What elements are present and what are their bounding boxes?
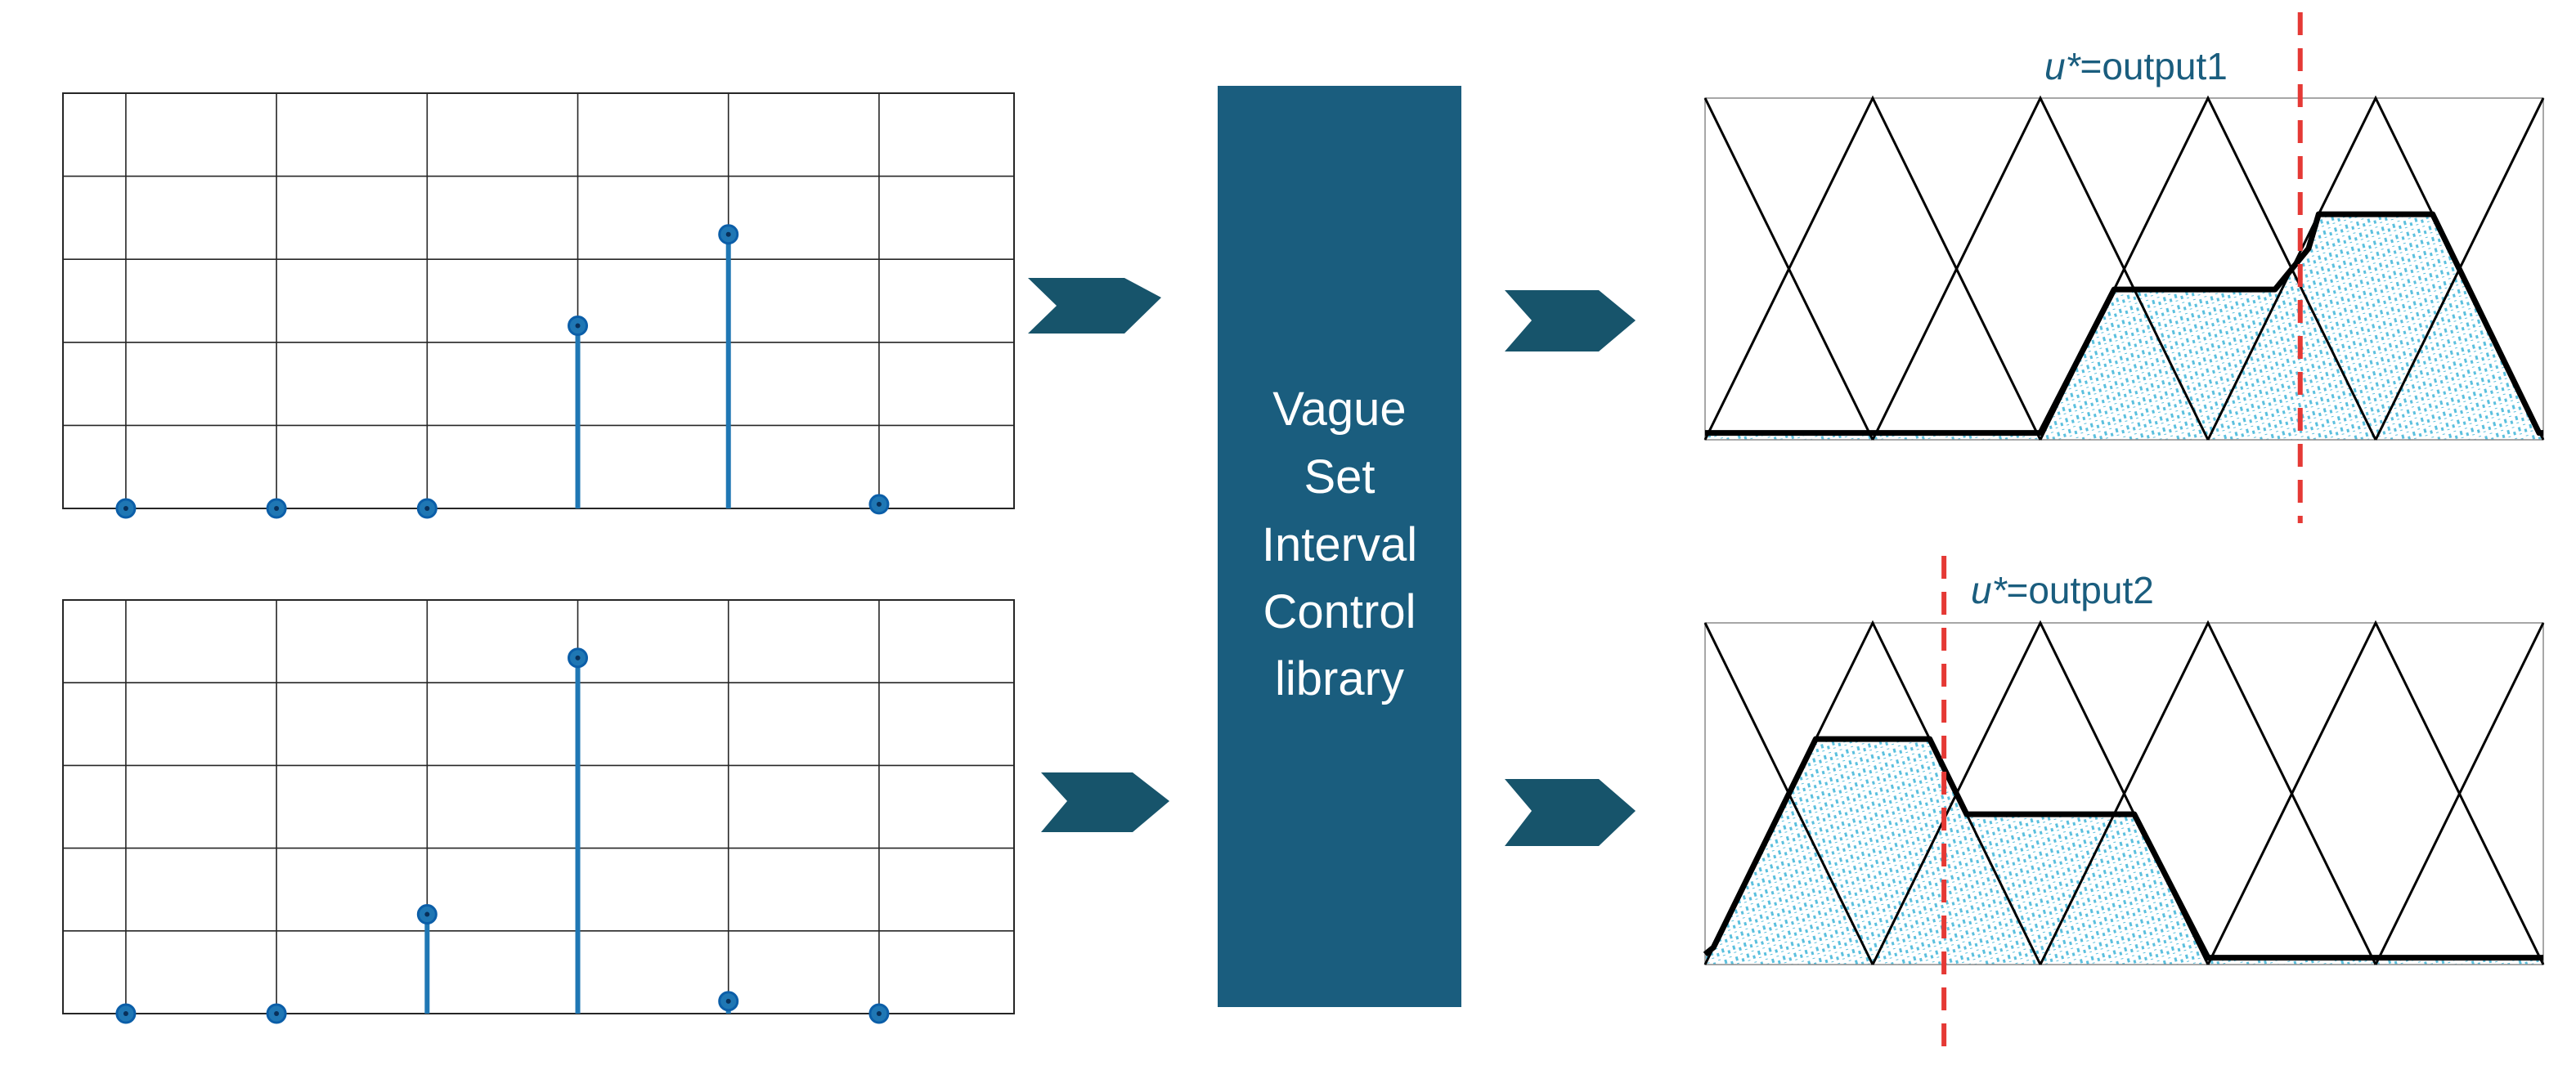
- stem-marker-core: [575, 655, 581, 660]
- control-library-line-1: Vague: [1272, 383, 1406, 436]
- stem-marker-core: [575, 323, 581, 329]
- membership-chart-2: [62, 599, 1015, 1024]
- stem-marker-core: [876, 501, 882, 507]
- output-label: u*=output1: [2044, 45, 2228, 87]
- arrow-output-2: [1505, 779, 1636, 846]
- plot-frame: [1704, 622, 2544, 965]
- control-library-box: Vague Set Interval Control library: [1218, 86, 1461, 1007]
- stem-marker-core: [424, 506, 430, 511]
- stem-marker-core: [274, 506, 280, 511]
- control-library-panel: [1218, 86, 1461, 1007]
- control-library-line-2: Set: [1304, 450, 1375, 504]
- stem-marker-core: [123, 506, 128, 511]
- output-label-text: =output2: [2006, 569, 2153, 611]
- aggregated-outline: [1705, 211, 2543, 437]
- control-library-line-3: Interval: [1262, 518, 1417, 571]
- arrow-shape: [1041, 772, 1169, 832]
- plot-frame: [1704, 97, 2544, 441]
- stem-marker-core: [274, 1011, 280, 1016]
- output-label-symbol: u*: [2044, 45, 2082, 87]
- stem-marker-core: [725, 231, 731, 237]
- arrow-input-1: [1028, 278, 1161, 334]
- plot-frame: [62, 599, 1015, 1014]
- aggregated-area-fill: [1705, 214, 2543, 440]
- arrow-input-2: [1041, 772, 1169, 832]
- stem-marker-core: [424, 911, 430, 917]
- arrow-shape: [1505, 290, 1636, 351]
- arrow-output-1: [1505, 290, 1636, 351]
- output-chart-1: u*=output1: [1703, 12, 2545, 523]
- aggregated-outline: [1703, 736, 2543, 961]
- output-chart-2: u*=output2: [1703, 556, 2545, 1054]
- output-label: u*=output2: [1971, 569, 2154, 611]
- membership-chart-1: [62, 92, 1015, 519]
- control-library-line-5: library: [1275, 652, 1404, 705]
- membership-triangle: [2206, 620, 2545, 965]
- plot-frame: [62, 92, 1015, 509]
- membership-triangle: [2374, 622, 2545, 965]
- control-library-line-4: Control: [1263, 585, 1416, 638]
- output-label-symbol: u*: [1971, 569, 2008, 611]
- output-label-text: =output1: [2080, 45, 2227, 87]
- membership-triangle: [1703, 95, 2042, 441]
- aggregated-area-fill: [1705, 739, 2543, 965]
- arrow-shape: [1028, 278, 1161, 334]
- arrow-shape: [1505, 779, 1636, 846]
- stem-marker-core: [876, 1011, 882, 1016]
- stem-marker-core: [725, 998, 731, 1004]
- membership-triangle: [2039, 620, 2377, 965]
- stem-marker-core: [123, 1011, 128, 1016]
- membership-triangle: [1871, 95, 2210, 441]
